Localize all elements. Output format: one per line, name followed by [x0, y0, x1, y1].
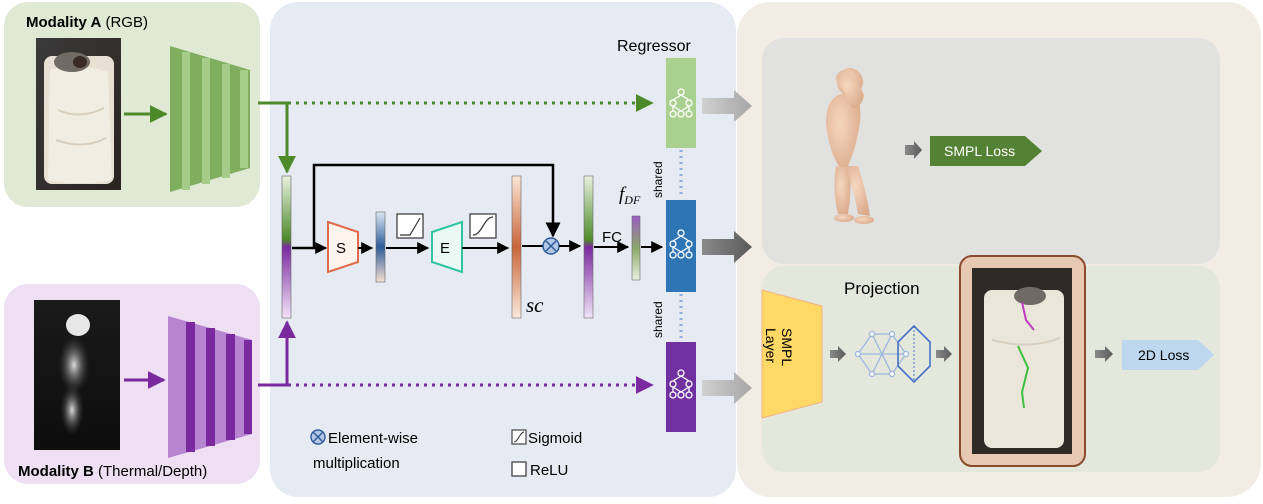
output-arrow-mid: [702, 231, 752, 263]
thermal-image: [34, 300, 120, 450]
shared-label-top: shared: [651, 161, 665, 198]
arrow-to-smpl-loss: [905, 141, 922, 159]
scale-label: sc: [526, 293, 544, 317]
concat-feature: [281, 175, 292, 319]
smpl-loss-tag: [930, 136, 1042, 166]
regressor-title: Regressor: [617, 38, 691, 55]
legend-relu: ReLU: [530, 462, 568, 479]
output-arrow-top: [702, 90, 752, 122]
arrow-proj-image: [936, 346, 952, 362]
squeezed-feature: [375, 211, 386, 283]
multiply-legend-icon: [310, 429, 326, 445]
projected-keypoints-image: [959, 255, 1086, 467]
scale-feature: [511, 175, 522, 319]
fused-feature: [583, 175, 594, 319]
smpl-layer-label-2: Layer: [763, 328, 779, 363]
fdf-feature: [631, 215, 641, 281]
legend: Element-wise multiplication Sigmoid ReLU: [310, 429, 582, 479]
network-icon: [669, 229, 693, 259]
rgb-image: [36, 38, 121, 190]
regressor-green: [666, 58, 696, 148]
arrow-layer-proj: [830, 346, 846, 362]
excite-block: [431, 220, 463, 274]
relu-legend-icon: [511, 461, 527, 477]
smpl-layer-label-1: SMPL: [779, 328, 795, 366]
multiply-icon: [542, 237, 560, 255]
arrow-to-2d-loss: [1095, 346, 1113, 362]
smpl-loss-label: SMPL Loss: [944, 143, 1015, 159]
human-mesh: [826, 68, 874, 224]
smpl-layer-block: [761, 289, 823, 419]
projection-title: Projection: [844, 279, 920, 298]
loss-2d-tag: [1122, 340, 1214, 370]
network-icon: [669, 369, 693, 399]
modality-b-title: Modality B (Thermal/Depth): [18, 463, 207, 480]
fc-label: FC: [602, 229, 622, 246]
loss-2d-label: 2D Loss: [1138, 347, 1189, 363]
relu-icon: [396, 213, 424, 239]
shared-label-bottom: shared: [651, 301, 665, 338]
excite-label: E: [440, 240, 450, 257]
legend-element-wise-1: Element-wise: [328, 430, 418, 447]
arrow-b-concat: [258, 320, 296, 387]
squeeze-label: S: [336, 240, 346, 257]
arrow-a-concat: [258, 101, 296, 174]
legend-sigmoid: Sigmoid: [528, 430, 582, 447]
fdf-label: fDF: [619, 184, 641, 207]
legend-element-wise-2: multiplication: [313, 455, 400, 472]
sigmoid-legend-icon: [511, 429, 527, 445]
encoder-a: [170, 46, 250, 192]
network-icon: [669, 88, 693, 118]
projection-network-icon: [854, 324, 931, 384]
encoder-b: [168, 316, 252, 458]
output-arrow-bottom: [702, 372, 752, 404]
squeeze-block: [327, 220, 359, 274]
regressor-purple: [666, 342, 696, 432]
sigmoid-icon: [469, 213, 497, 239]
modality-a-title: Modality A (RGB): [26, 14, 148, 31]
